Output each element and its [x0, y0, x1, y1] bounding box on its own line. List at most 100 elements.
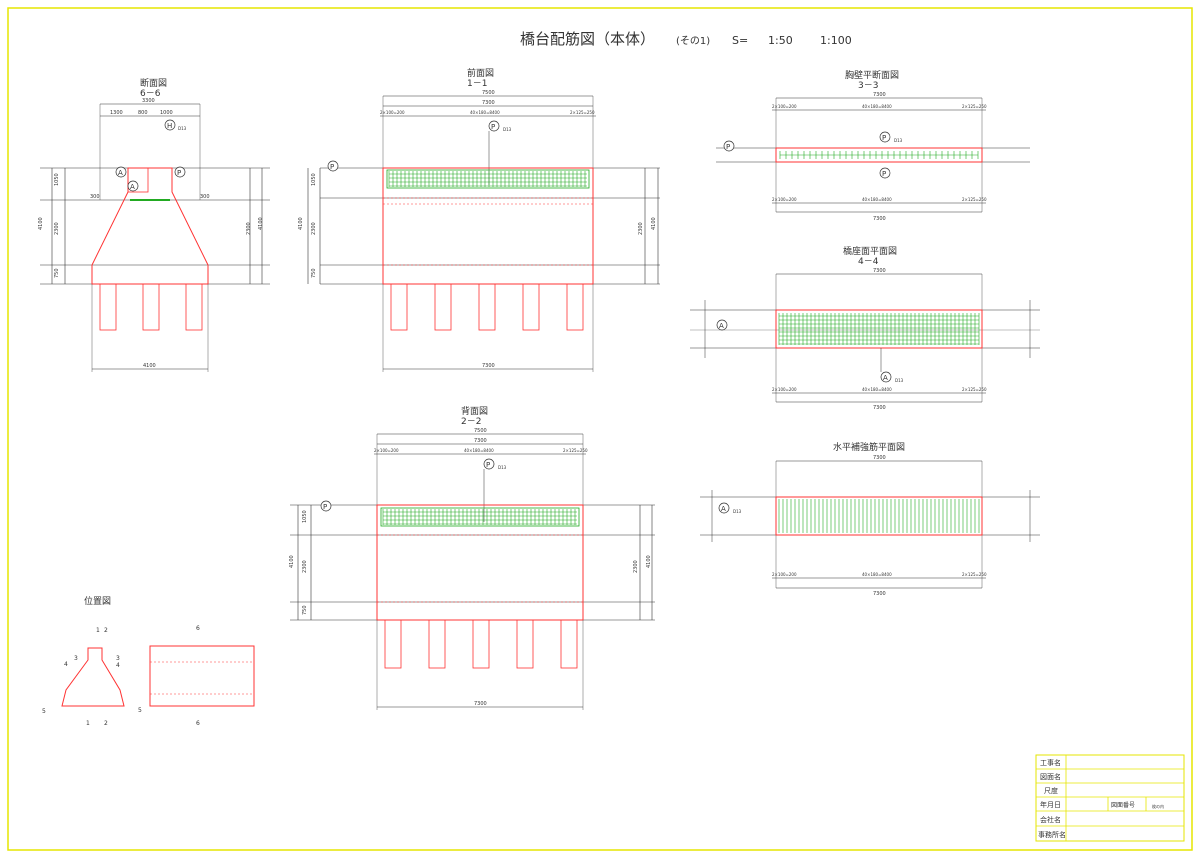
parapet-subtitle: 3－3: [858, 81, 878, 91]
pile: [516, 619, 534, 669]
rebar-mark-a: [127, 180, 139, 192]
dim-text: 7300: [873, 216, 886, 222]
location-label: 6: [196, 720, 200, 727]
title-block-label: 尺度: [1044, 786, 1058, 795]
seat-plan-outline: [775, 309, 983, 349]
dim-text: 750: [311, 268, 317, 278]
rebar-grid: [778, 499, 980, 533]
dim-text: 2×125=250: [570, 110, 595, 115]
rebar-mark-p: [327, 160, 339, 172]
location-label: 5: [42, 708, 46, 715]
location-front-shape: [149, 645, 255, 707]
dim-text: 2300: [54, 222, 60, 235]
seat-subtitle: 4－4: [858, 257, 879, 267]
dim-text: 2×125=250: [962, 197, 987, 202]
dim-text: 7300: [474, 701, 487, 707]
dim-text: 2×100=200: [380, 110, 405, 115]
dim-text: 2300: [633, 560, 639, 573]
dim-text: 7500: [474, 428, 487, 434]
rebar-zone: [380, 507, 580, 527]
dim-text: 800: [138, 110, 148, 116]
rebar-grid: [778, 313, 980, 345]
location-label: 2: [104, 720, 108, 727]
section-view: 断面図 6－6 3300 1300 800 1000 4100 1050 230…: [38, 77, 270, 372]
rebar-mark-letter: P: [882, 134, 886, 142]
rebar-mark-letter: P: [323, 503, 327, 511]
dim-text: 2×100=200: [374, 448, 399, 453]
dim-text: 2300: [246, 222, 252, 235]
dim-text: 2×100=200: [772, 387, 797, 392]
location-view: 位置図 1 2 3 4 3 4 5 1 2 6 5 6: [42, 595, 255, 727]
scale-1: 1:50: [768, 34, 793, 47]
rebar-size: D13: [894, 138, 903, 143]
rebar-mark-h: [164, 119, 176, 131]
dim-text: 7300: [482, 363, 495, 369]
title-block-label: 図面名: [1040, 772, 1061, 781]
dim-text: 300: [200, 194, 210, 200]
location-label: 4: [116, 662, 120, 669]
abutment-front-outline: [382, 167, 594, 285]
location-title: 位置図: [84, 595, 111, 607]
dim-text: 7300: [873, 268, 886, 274]
scale-label: S=: [732, 34, 748, 47]
title-block-label: 工事名: [1040, 758, 1061, 767]
dim-text: 40×180=8400: [862, 104, 892, 109]
rebar-mark-letter: P: [491, 123, 495, 131]
rebar-size: D13: [178, 126, 187, 131]
location-label: 3: [116, 655, 120, 662]
horizontal-view: 水平補強筋平面図 7300 A D13 2×100=200 40×180=840…: [700, 441, 1040, 597]
dim-text: 7300: [873, 92, 886, 98]
rebar-mark-p: [320, 500, 332, 512]
dim-text: 40×180=8400: [862, 387, 892, 392]
dim-text: 2×100=200: [772, 572, 797, 577]
rebar-mark-letter: P: [882, 170, 886, 178]
title-block: 工事名 図面名 尺度 年月日 会社名 事務所名 図面番号 枚の内: [1035, 754, 1185, 842]
pile: [99, 283, 117, 331]
rebar-mark-a: [718, 502, 730, 514]
rebar-grid: [388, 171, 587, 187]
rebar-mark-letter: A: [883, 374, 888, 382]
dim-text: 2×100=200: [772, 104, 797, 109]
pile: [560, 619, 578, 669]
pile: [390, 283, 408, 331]
scale-2: 1:100: [820, 34, 852, 47]
seat-title: 橋座面平面図: [843, 245, 897, 257]
back-view: 背面図 2－2 7500 7300 2×100=200 40×180=8400 …: [289, 405, 655, 710]
rebar-mark-letter: P: [726, 143, 730, 151]
dim-text: 40×180=8400: [862, 197, 892, 202]
sheet-count-label: 枚の内: [1152, 803, 1164, 809]
pile: [472, 619, 490, 669]
dim-text: 7300: [474, 438, 487, 444]
dim-text: 750: [54, 268, 60, 278]
parapet-outline: [127, 167, 149, 193]
dim-text: 1300: [110, 110, 123, 116]
dim-text: 4100: [651, 217, 657, 230]
rebar-mark-p: [723, 140, 735, 152]
rebar-mark-letter: A: [721, 505, 726, 513]
back-subtitle: 2－2: [461, 417, 481, 427]
rebar-mark-p: [879, 167, 891, 179]
location-label: 1: [96, 627, 100, 634]
pile: [566, 283, 584, 331]
rebar-mark-a: [880, 371, 892, 383]
rebar-mark-letter: A: [118, 169, 123, 177]
rebar-grid: [382, 509, 577, 525]
dim-text: 4100: [143, 363, 156, 369]
title-block-label: 年月日: [1040, 800, 1061, 809]
abutment-back-outline: [376, 504, 584, 621]
title-block-label: 会社名: [1040, 815, 1061, 824]
horizontal-title: 水平補強筋平面図: [833, 441, 905, 453]
location-section-shape: [61, 647, 125, 707]
rebar-mark-a: [115, 166, 127, 178]
abutment-section-outline: [91, 167, 209, 285]
pile: [142, 283, 160, 331]
dim-text: 40×180=8400: [464, 448, 494, 453]
drawing-title: 橋台配筋図（本体）: [520, 30, 655, 48]
dim-text: 750: [302, 605, 308, 615]
drawing-number-label: 図面番号: [1111, 802, 1135, 809]
front-title: 前面図: [467, 67, 494, 79]
dim-text: 4100: [289, 555, 295, 568]
dim-text: 1050: [54, 173, 60, 186]
dim-text: 2×125=250: [563, 448, 588, 453]
